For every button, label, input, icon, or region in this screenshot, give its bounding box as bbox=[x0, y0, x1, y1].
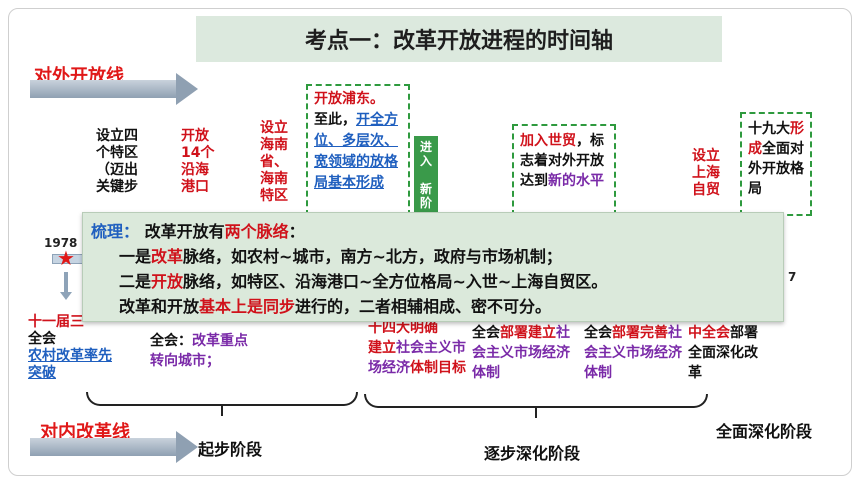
star-icon: ★ bbox=[57, 246, 75, 270]
rural-reform: 农村改革率先突破 bbox=[28, 348, 112, 381]
event-four-special-zones: 设立四 个特区 （迈出 关键步 bbox=[96, 128, 138, 195]
event-deepen-reform: 中全会部署全面深化改革 bbox=[688, 322, 768, 382]
summary-overlay: 梳理： 改革开放有两个脉络： 一是改革脉络，如农村~城市，南方~北方，政府与市场… bbox=[82, 212, 784, 322]
event-hainan-province: 设立 海南 省、 海南 特区 bbox=[260, 120, 288, 204]
urban-plenum: 全会： bbox=[150, 333, 192, 349]
improve-deploy: 部署完 bbox=[612, 325, 654, 341]
congress14-heading: 十四大明确 bbox=[368, 320, 438, 336]
summary-heading: 梳理： 改革开放有两个脉络： bbox=[91, 219, 775, 244]
event-third-plenum-1978: 十一届三 全会 农村改革率先突破 bbox=[28, 314, 148, 382]
opening-line-prefix: 二是 bbox=[119, 272, 152, 291]
establish-system: 社会主义市场经济体制 bbox=[472, 325, 570, 381]
improve-system: 社会主义市场经济体制 bbox=[584, 325, 682, 381]
event-14-coastal-ports: 开放 14个 沿海 港口 bbox=[181, 128, 215, 195]
opening-line-text: 脉络，如特区、沿海港口~全方位格局~入世~上海自贸区。 bbox=[183, 272, 608, 291]
brace-start-tip bbox=[221, 406, 223, 416]
reform-line-text: 脉络，如农村~城市，南方~北方，政府与市场机制； bbox=[183, 247, 562, 266]
reform-line-prefix: 一是 bbox=[119, 247, 152, 266]
event-plenum-improve: 全会部署完善社会主义市场经济体制 bbox=[584, 322, 684, 382]
summary-two-threads: 两个脉络 bbox=[224, 222, 289, 241]
brace-deepen-stage bbox=[364, 394, 708, 408]
congress14-market: 社会主义市场经济 bbox=[368, 340, 466, 376]
event-plenum-establish: 全会部署建立社会主义市场经济体制 bbox=[472, 322, 572, 382]
down-arrow-shaft bbox=[64, 272, 68, 294]
event-shanghai-ftz: 设立 上海 自贸 bbox=[692, 148, 720, 198]
sync-line-text: 进行的，二者相辅相成、密不可分。 bbox=[295, 297, 552, 316]
summary-opening-line: 二是开放脉络，如特区、沿海港口~全方位格局~入世~上海自贸区。 bbox=[91, 269, 775, 294]
arrow-right-icon bbox=[176, 431, 198, 463]
event-join-wto: 加入世贸，标志着对外开放达到新的水平 bbox=[512, 124, 616, 216]
plenum-heading: 十一届三 bbox=[28, 314, 84, 330]
summary-colon: ： bbox=[288, 222, 305, 241]
event-urban-reform: 全会：改革重点转向城市； bbox=[150, 330, 260, 370]
page-title: 考点一：改革开放进程的时间轴 bbox=[196, 16, 722, 62]
sync-line-keyword: 基本上是同步 bbox=[199, 297, 296, 316]
stage-start: 起步阶段 bbox=[198, 440, 263, 459]
inward-arrow-shaft bbox=[30, 438, 178, 456]
establish-verb: 立 bbox=[542, 325, 556, 341]
event-19th-congress: 十九大形成全面对外开放格局 bbox=[740, 112, 812, 216]
pudong-connector: 至此， bbox=[314, 112, 356, 128]
establish-plenum: 全会 bbox=[472, 325, 500, 341]
timeline-start-year: 1978 bbox=[44, 236, 78, 250]
summary-sync-line: 改革和开放基本上是同步进行的，二者相辅相成、密不可分。 bbox=[91, 294, 775, 319]
sync-line-prefix: 改革和开放 bbox=[119, 297, 200, 316]
wto-new-level: 新的水平 bbox=[548, 173, 604, 189]
opening-line-keyword: 开放 bbox=[151, 272, 184, 291]
arrow-right-icon bbox=[176, 73, 198, 105]
timeline-end-label: 7 bbox=[788, 270, 797, 284]
wto-heading: 加入世贸 bbox=[520, 133, 576, 149]
improve-plenum: 全会 bbox=[584, 325, 612, 341]
pudong-pattern: 开全方位、多层次、宽领域的放格局基本形成 bbox=[314, 112, 398, 191]
reform-line-keyword: 改革 bbox=[151, 247, 184, 266]
inward-line-label: 对内改革线 bbox=[40, 422, 130, 443]
outward-arrow-shaft bbox=[30, 80, 178, 98]
summary-reform-line: 一是改革脉络，如农村~城市，南方~北方，政府与市场机制； bbox=[91, 244, 775, 269]
congress-heading: 十九大 bbox=[748, 121, 790, 137]
brace-start-stage bbox=[86, 392, 358, 406]
pudong-heading: 开放浦东。 bbox=[314, 91, 384, 107]
deepen-deploy: 部 bbox=[730, 325, 744, 341]
event-pudong-opening: 开放浦东。 至此，开全方位、多层次、宽领域的放格局基本形成 bbox=[306, 84, 410, 216]
summary-main: 改革开放有 bbox=[144, 222, 225, 241]
plenum-session: 全会 bbox=[28, 331, 56, 347]
congress-pattern: 全面对外开放格局 bbox=[748, 141, 804, 197]
congress14-goal: 体制目标 bbox=[410, 360, 466, 376]
deepen-plenum: 中全会 bbox=[688, 325, 730, 341]
new-stage-strip: 进 入 新 阶 bbox=[414, 136, 438, 220]
wto-connector: ，标志着对外开放达到 bbox=[520, 133, 604, 189]
brace-deepen-tip bbox=[535, 408, 537, 418]
congress14-establish: 建立 bbox=[368, 340, 396, 356]
stage-comprehensive: 全面深化阶段 bbox=[716, 422, 813, 441]
slide-frame bbox=[8, 8, 852, 476]
deepen-comprehensive: 署全面深化改革 bbox=[688, 325, 758, 381]
stage-deepening: 逐步深化阶段 bbox=[484, 444, 581, 463]
congress-form: 形成 bbox=[748, 121, 804, 157]
summary-prefix: 梳理： bbox=[91, 222, 140, 241]
urban-shift: 改革重点转向城市； bbox=[150, 333, 248, 369]
establish-deploy: 部署建 bbox=[500, 325, 542, 341]
event-14th-congress: 十四大明确 建立社会主义市场经济体制目标 bbox=[368, 320, 468, 377]
improve-verb: 善 bbox=[654, 325, 668, 341]
arrow-down-icon bbox=[60, 292, 72, 300]
